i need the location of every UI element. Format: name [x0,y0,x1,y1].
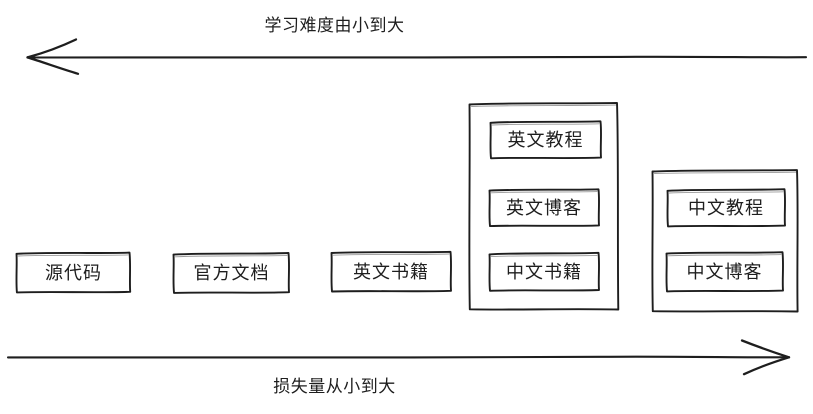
loss-amount-axis-arrowhead [740,339,791,376]
node-chinese-tutorial[interactable]: 中文教程 [667,189,785,227]
learning-difficulty-axis-label: 学习难度由小到大 [264,16,405,35]
node-english-tutorial-label: 英文教程 [507,130,584,150]
node-english-books[interactable]: 英文书籍 [331,251,451,292]
node-chinese-books[interactable]: 中文书籍 [489,253,599,291]
loss-amount-axis-label: 损失量从小到大 [273,377,396,396]
node-source-code[interactable]: 源代码 [16,252,131,293]
node-english-blog-label: 英文博客 [506,198,582,218]
node-english-blog[interactable]: 英文博客 [489,189,599,227]
node-official-docs[interactable]: 官方文档 [173,252,290,293]
loss-amount-axis-line [6,355,790,359]
node-chinese-blog[interactable]: 中文博客 [666,252,783,291]
node-source-code-label: 源代码 [45,262,102,283]
learning-difficulty-axis-line [26,55,808,59]
node-english-books-label: 英文书籍 [353,261,429,282]
node-official-docs-label: 官方文档 [193,262,270,283]
learning-difficulty-axis-arrowhead [26,38,80,75]
node-chinese-books-label: 中文书籍 [506,262,582,282]
node-english-tutorial[interactable]: 英文教程 [490,121,601,159]
node-chinese-blog-label: 中文博客 [686,261,763,282]
node-chinese-tutorial-label: 中文教程 [688,198,764,218]
